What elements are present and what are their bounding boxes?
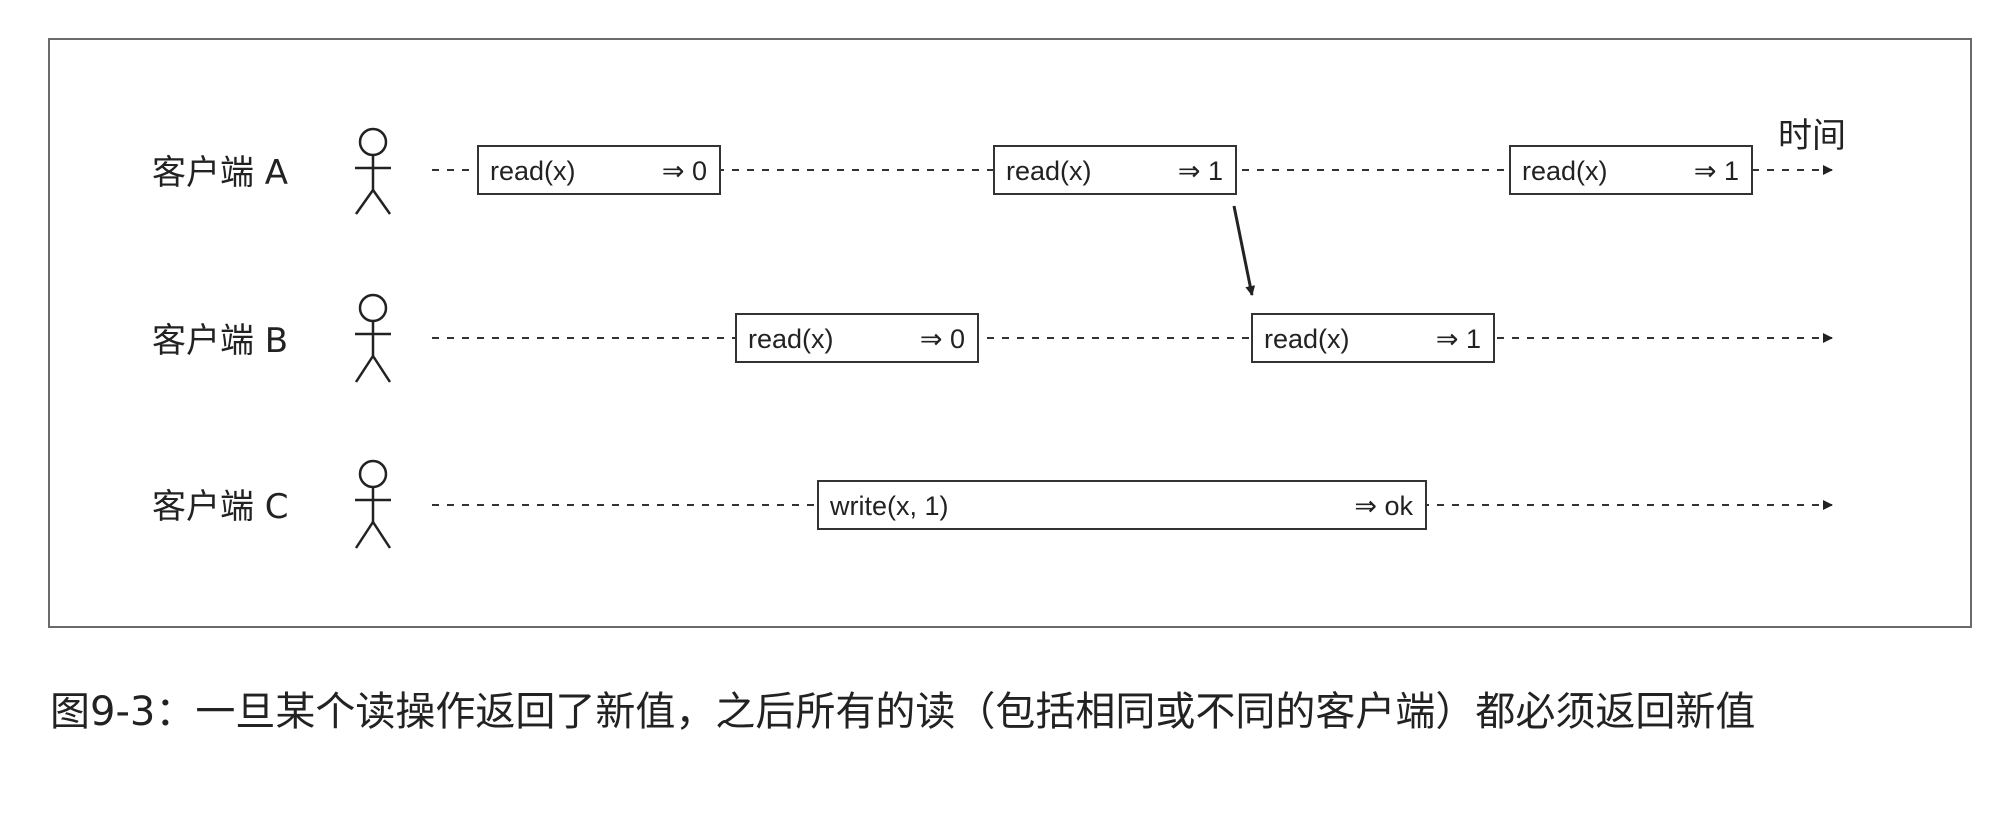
operation-box: write(x, 1) ⇒ ok — [817, 480, 1427, 530]
operation-result: ⇒ ok — [1354, 491, 1413, 521]
stick-figure-icon — [354, 293, 392, 383]
operation-label: read(x) — [1264, 324, 1350, 354]
client-label-c: 客户端 C — [152, 487, 289, 527]
stick-figure-icon — [354, 127, 392, 215]
operation-label: read(x) — [748, 324, 834, 354]
operation-box: read(x) ⇒ 1 — [993, 145, 1237, 195]
figure-caption: 图9-3：一旦某个读操作返回了新值，之后所有的读（包括相同或不同的客户端）都必须… — [50, 689, 1756, 735]
operation-result: ⇒ 1 — [1694, 156, 1739, 186]
client-row-a: 客户端 A read(x) ⇒ 0 read(x) ⇒ 1 read(x) ⇒ … — [152, 127, 1833, 215]
linearizability-diagram: 时间 客户端 A read(x) ⇒ 0 read(x) ⇒ 1 read(x)… — [152, 116, 1846, 549]
causality-arrow — [1232, 205, 1256, 296]
operation-label: read(x) — [1006, 156, 1092, 186]
operation-box: read(x) ⇒ 1 — [1509, 145, 1753, 195]
client-row-c: 客户端 C write(x, 1) ⇒ ok — [152, 459, 1833, 549]
time-axis-label: 时间 — [1778, 116, 1846, 156]
operation-box: read(x) ⇒ 1 — [1251, 313, 1495, 363]
client-row-b: 客户端 B read(x) ⇒ 0 read(x) ⇒ 1 — [152, 293, 1833, 383]
client-label-b: 客户端 B — [152, 321, 288, 361]
figure-frame — [48, 38, 1972, 628]
operation-box: read(x) ⇒ 0 — [477, 145, 721, 195]
operation-result: ⇒ 1 — [1436, 324, 1481, 354]
operation-result: ⇒ 1 — [1178, 156, 1223, 186]
operation-box: read(x) ⇒ 0 — [735, 313, 979, 363]
operation-label: write(x, 1) — [829, 491, 949, 521]
stick-figure-icon — [354, 459, 392, 549]
client-label-a: 客户端 A — [152, 153, 288, 193]
operation-result: ⇒ 0 — [662, 156, 707, 186]
operation-label: read(x) — [490, 156, 576, 186]
operation-label: read(x) — [1522, 156, 1608, 186]
operation-result: ⇒ 0 — [920, 324, 965, 354]
